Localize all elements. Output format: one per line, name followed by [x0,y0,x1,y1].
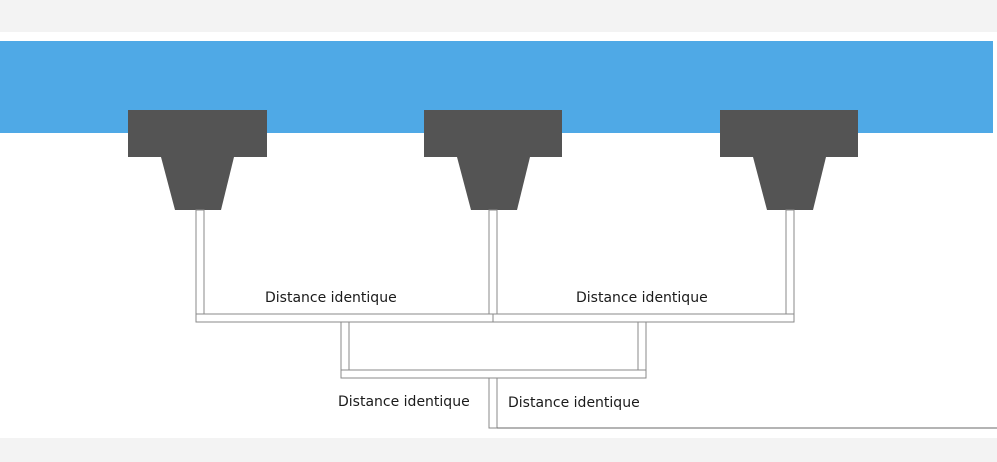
pipe-drop-1 [195,209,205,321]
diffuser-nozzle-2 [424,110,562,210]
pipe-header-lower [340,369,647,379]
pipe-header-upper-left [195,313,494,323]
pipe-drop-3 [785,209,795,321]
label-distance-bottom-right: Distance identique [508,395,640,411]
pipe-main-riser [488,377,498,429]
pipe-connector-left [340,321,350,374]
diffuser-nozzle-3 [720,110,858,210]
label-distance-bottom-left: Distance identique [338,394,470,410]
diffuser-nozzle-1 [128,110,267,210]
label-distance-top-left: Distance identique [265,290,397,306]
pipe-drop-2 [488,209,498,321]
label-distance-top-right: Distance identique [576,290,708,306]
top-strip [0,0,997,30]
pipe-header-upper-right [492,313,795,323]
pipe-network [195,209,997,429]
bottom-strip [0,439,997,458]
pipe-connector-right [637,321,647,374]
